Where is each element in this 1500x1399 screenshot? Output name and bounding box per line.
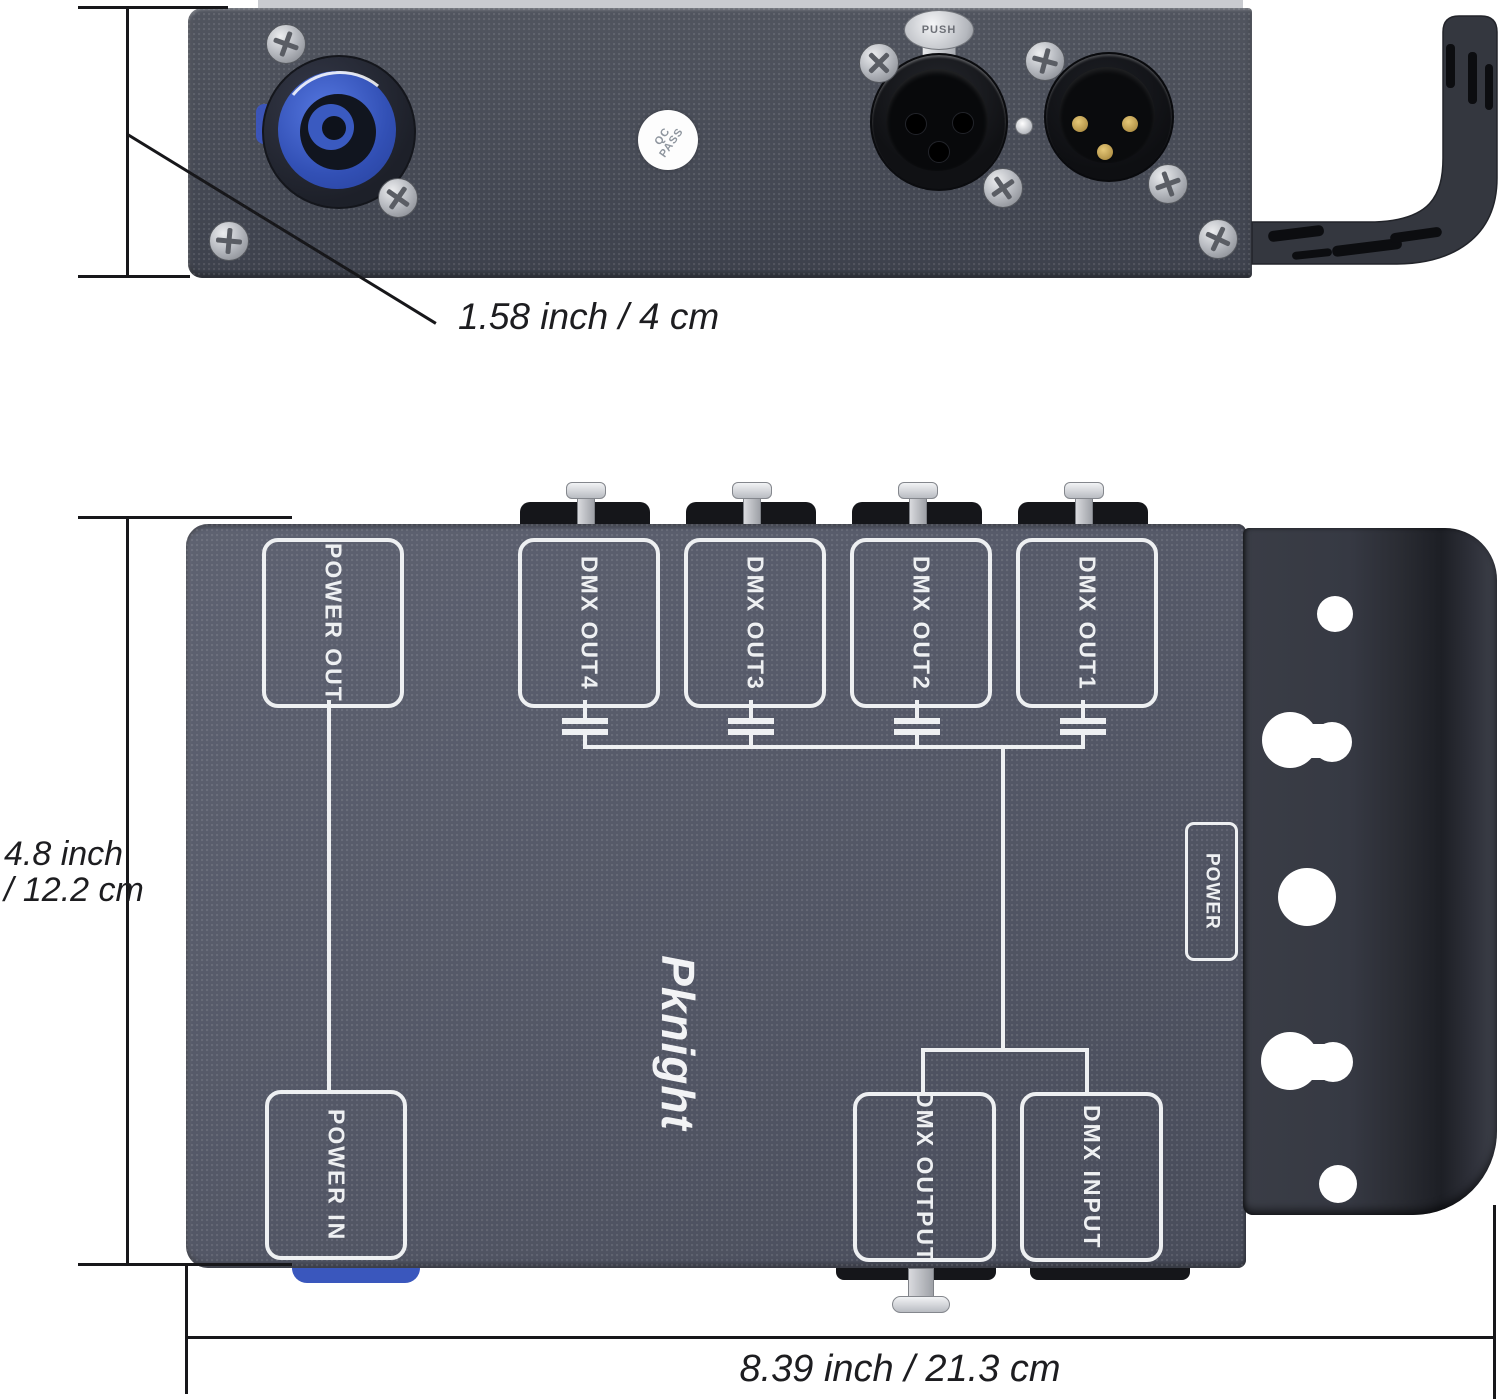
label-box-dmx-input: DMX INPUT: [1020, 1092, 1163, 1262]
rear-panel: [188, 8, 1252, 278]
dim-label-body-height: 4.8 inch / 12.2 cm: [4, 836, 144, 908]
chassis-top-edge: [258, 0, 1243, 9]
bracket-slots: [1268, 44, 1493, 260]
push-tab: PUSH: [904, 10, 974, 50]
dim-label-body-height-line2: / 12.2 cm: [4, 871, 144, 909]
mounting-bracket-side: [1243, 528, 1497, 1215]
screw-icon: [983, 168, 1023, 208]
label-dmx-out4: DMX OUT4: [576, 555, 603, 691]
label-box-power: POWER: [1185, 822, 1238, 961]
dim-extension-line: [1493, 1205, 1496, 1399]
dim-extension-line: [78, 6, 228, 9]
mounting-hole: [1317, 596, 1353, 632]
dim-extension-line: [185, 1266, 188, 1394]
dim-line-body-height: [126, 516, 129, 1266]
label-dmx-out3: DMX OUT3: [742, 555, 769, 691]
dim-extension-line: [78, 275, 190, 278]
mounting-hole: [1278, 868, 1336, 926]
mounting-bracket-top: [1251, 15, 1498, 265]
screw-icon: [1148, 164, 1188, 204]
label-box-dmx-output: DMX OUTPUT: [853, 1090, 996, 1264]
screw-icon: [1198, 219, 1238, 259]
xlr-male-pin: [1072, 116, 1088, 132]
screw-icon: [209, 221, 249, 261]
dim-line-body-width: [186, 1336, 1496, 1339]
dim-label-body-width: 8.39 inch / 21.3 cm: [739, 1348, 1061, 1390]
label-box-dmx-out1: DMX OUT1: [1016, 538, 1158, 708]
xlr-male-pin: [1097, 144, 1113, 160]
label-box-power-in: POWER IN: [265, 1090, 407, 1260]
device-top-face: [186, 524, 1246, 1268]
dim-label-body-height-line1: 4.8 inch: [4, 835, 124, 873]
powercon-edge-bottom: [292, 1268, 420, 1283]
xlr-male-pin: [1122, 116, 1138, 132]
mounting-hole: [1319, 1165, 1357, 1203]
screw-icon: [1025, 41, 1065, 81]
label-power-out: POWER OUT: [320, 543, 347, 703]
label-power: POWER: [1201, 853, 1223, 930]
push-tab-label: PUSH: [921, 24, 957, 36]
xlr-female-hole: [905, 113, 927, 135]
indicator-led: [1015, 117, 1033, 135]
qc-sticker: QC PASS: [638, 110, 698, 170]
xlr-body-edge: [1030, 1268, 1190, 1280]
brand-logo-text: Pknight: [652, 955, 704, 1131]
label-power-in: POWER IN: [323, 1108, 350, 1242]
dim-extension-line: [78, 1263, 292, 1266]
screw-icon: [859, 43, 899, 83]
dim-label-panel-height: 1.58 inch / 4 cm: [458, 296, 720, 337]
label-dmx-out2: DMX OUT2: [908, 555, 935, 691]
label-box-dmx-out2: DMX OUT2: [850, 538, 992, 708]
label-box-power-out: POWER OUT: [262, 538, 404, 708]
screw-icon: [266, 24, 306, 64]
xlr-female-hole: [952, 112, 974, 134]
label-dmx-out1: DMX OUT1: [1074, 555, 1101, 691]
label-box-dmx-out3: DMX OUT3: [684, 538, 826, 708]
dim-extension-line: [78, 516, 292, 519]
label-box-dmx-out4: DMX OUT4: [518, 538, 660, 708]
label-dmx-output: DMX OUTPUT: [912, 1090, 938, 1264]
brand-logo: Pknight: [652, 943, 704, 1143]
dim-line-panel-height: [126, 6, 129, 278]
label-dmx-input: DMX INPUT: [1079, 1104, 1105, 1250]
powercon-center: [322, 116, 346, 140]
xlr-female-hole: [928, 141, 950, 163]
screw-icon: [378, 178, 418, 218]
